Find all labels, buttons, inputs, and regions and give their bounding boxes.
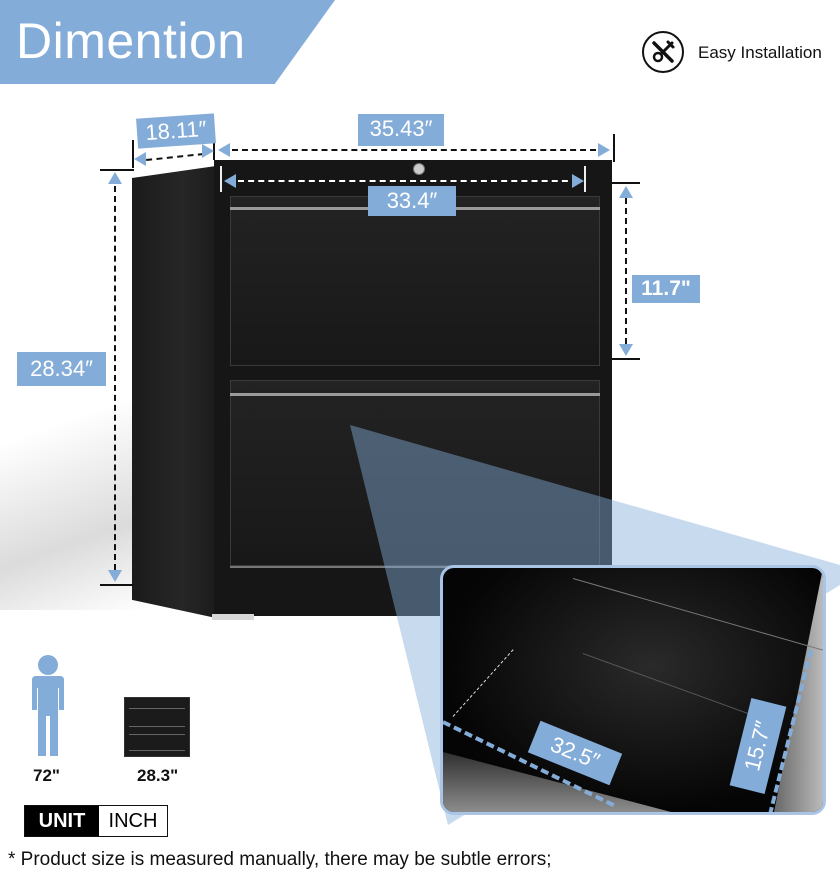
- arrow-right-icon: [572, 174, 584, 188]
- drawer-height-tick-bottom: [612, 358, 640, 360]
- inner-width-dash-line: [238, 180, 578, 182]
- floor-shadow: [0, 350, 150, 610]
- mini-cabinet-icon: [124, 697, 190, 757]
- arrow-left-icon: [218, 143, 230, 157]
- dimension-width-label: 35.43″: [358, 114, 444, 146]
- inner-width-tick-right: [584, 166, 586, 192]
- depth-tick-left: [132, 140, 134, 168]
- lock-icon: [413, 163, 425, 175]
- cabinet-height-label: 28.3": [137, 766, 179, 785]
- arrow-up-icon: [619, 186, 633, 198]
- arrow-right-icon: [202, 144, 214, 158]
- arrow-up-icon: [108, 172, 122, 184]
- easy-installation-label: Easy Installation: [698, 43, 822, 62]
- header-banner: [0, 0, 335, 84]
- depth-dash-line: [146, 152, 204, 162]
- dimension-depth-label: 18.11″: [136, 113, 216, 149]
- drawer-height-tick-top: [612, 182, 640, 184]
- wrench-screwdriver-icon: [642, 31, 684, 73]
- page-title: Dimention: [16, 13, 246, 69]
- dimension-inner-length-label: 32.5″: [527, 720, 623, 786]
- width-tick-right: [613, 134, 615, 162]
- dimension-inner-width-label: 33.4″: [368, 186, 456, 216]
- width-dash-line: [232, 149, 596, 151]
- cabinet-side-panel: [132, 166, 216, 618]
- height-tick-top: [100, 169, 134, 171]
- arrow-left-icon: [224, 174, 236, 188]
- drawer-divider-line: [582, 653, 772, 723]
- inner-depth-dash-line: [452, 649, 514, 717]
- depth-tick-right: [213, 136, 215, 160]
- cabinet-base-trim: [230, 566, 600, 568]
- height-tick-bottom: [100, 584, 134, 586]
- person-silhouette-icon: [26, 654, 70, 758]
- dimension-drawer-height-label: 11.7": [632, 275, 700, 303]
- arrow-down-icon: [108, 570, 122, 582]
- drawer-interior-inset: 32.5″ 15.7″: [440, 565, 826, 815]
- arrow-left-icon: [134, 152, 146, 166]
- measurement-disclaimer: * Product size is measured manually, the…: [8, 849, 552, 870]
- arrow-right-icon: [598, 143, 610, 157]
- inner-width-tick-left: [220, 166, 222, 192]
- unit-key-label: UNIT: [25, 806, 99, 836]
- unit-indicator: UNIT INCH: [24, 805, 168, 837]
- drawer-height-dash-line: [625, 198, 627, 344]
- drawer-handle-bottom: [230, 393, 600, 396]
- dimension-height-label: 28.34″: [17, 352, 106, 386]
- unit-value-label: INCH: [108, 809, 158, 832]
- cabinet-foot: [212, 614, 254, 620]
- drawer-rail-line: [572, 578, 823, 651]
- arrow-down-icon: [619, 344, 633, 356]
- cabinet-drawer-bottom: [230, 380, 600, 566]
- cabinet-drawer-top: [230, 196, 600, 366]
- person-height-label: 72": [33, 766, 60, 785]
- height-dash-line: [114, 186, 116, 570]
